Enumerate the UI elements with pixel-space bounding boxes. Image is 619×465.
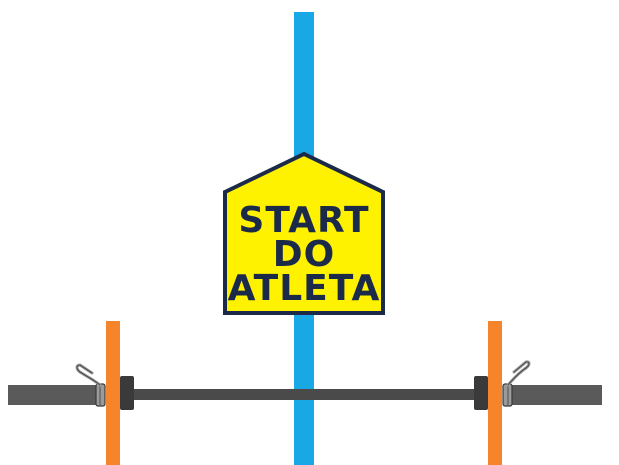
collar-right	[474, 376, 488, 410]
house-sign-icon: START DO ATLETA	[225, 154, 383, 313]
weight-plate-right	[488, 321, 502, 465]
sign-line-3: ATLETA	[228, 268, 381, 309]
weight-plate-left	[106, 321, 120, 465]
barbell-sleeve-right	[512, 385, 602, 405]
collar-left	[120, 376, 134, 410]
barbell-bar	[130, 389, 488, 400]
barbell-sleeve-left	[8, 385, 104, 405]
